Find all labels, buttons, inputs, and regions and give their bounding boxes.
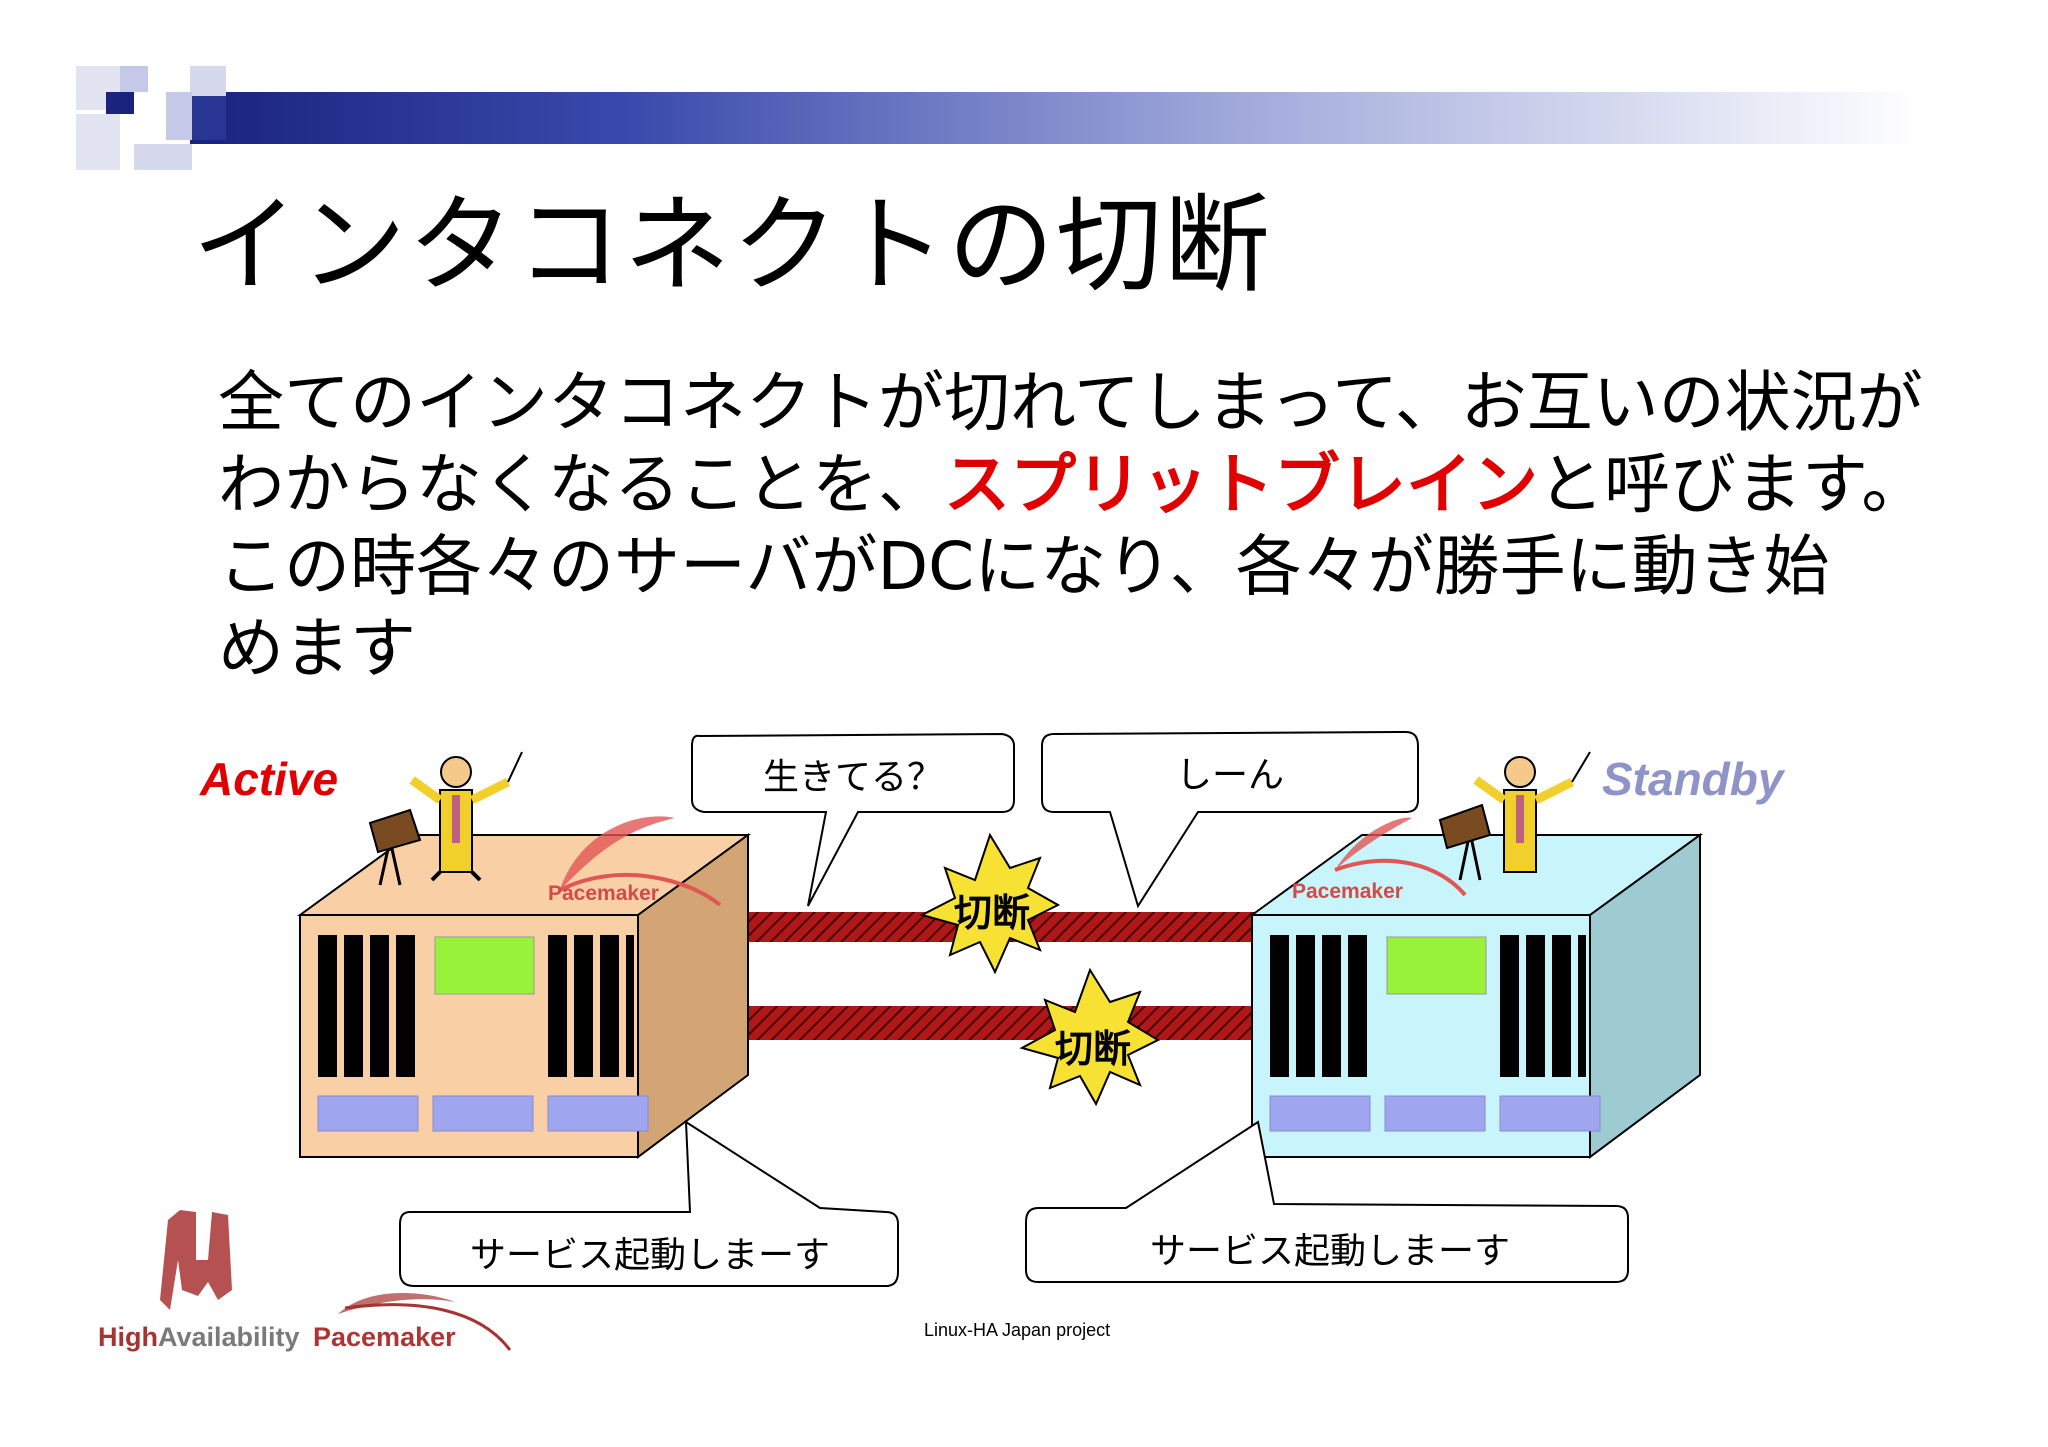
standby-server xyxy=(1248,817,1704,1159)
body-line-4: めます xyxy=(218,610,416,687)
pixel-squares-decoration xyxy=(76,66,226,170)
header-decoration xyxy=(0,0,2048,180)
explosion-burst-icon xyxy=(919,832,1061,975)
cut-label-1: 切断 xyxy=(953,891,1030,935)
body-line-1: 全てのインタコネクトが切れてしまって、お互いの状況が xyxy=(218,364,1923,441)
bubble-alive-text: 生きてる？ xyxy=(762,757,943,798)
conductor-figure-icon xyxy=(1438,751,1591,881)
server-logo-left: Pacemaker xyxy=(548,882,659,905)
pacemaker-swoosh-icon xyxy=(338,1292,455,1314)
bubble-silence-text: しーん xyxy=(1175,755,1284,796)
ha-logo-availability: Availability xyxy=(158,1322,300,1352)
bubble-service-left xyxy=(399,1120,899,1287)
pacemaker-swoosh-icon xyxy=(560,816,675,890)
page-title: インタコネクトの切断 xyxy=(192,184,1272,307)
server-logo-right: Pacemaker xyxy=(1292,880,1403,903)
body-line-2: わからなくなることを、スプリットブレインと呼びます。 xyxy=(218,444,1927,526)
bubble-service-right-text: サービス起動しまーす xyxy=(1149,1231,1510,1272)
interconnect-cable-bottom xyxy=(745,1006,1275,1040)
active-server xyxy=(296,816,752,1159)
conductor-figure-icon xyxy=(368,751,523,886)
body-paragraph: 全てのインタコネクトが切れてしまって、お互いの状況が わからなくなることを、スプ… xyxy=(218,362,1927,690)
bubble-silence xyxy=(1041,730,1419,909)
bubble-service-left-text: サービス起動しまーす xyxy=(469,1235,830,1276)
cut-label-2: 切断 xyxy=(1054,1027,1131,1071)
pacemaker-swoosh-tail xyxy=(344,1303,512,1351)
ha-logo-text: HighAvailability xyxy=(98,1322,300,1353)
bubble-service-right xyxy=(1025,1120,1629,1283)
pacemaker-logo-text: Pacemaker xyxy=(313,1322,456,1352)
split-brain-term: スプリットブレイン xyxy=(944,446,1538,523)
body-line-2-prefix: わからなくなることを、 xyxy=(218,446,944,523)
body-line-2-suffix: と呼びます。 xyxy=(1538,446,1928,523)
footer-project: Linux-HA Japan project xyxy=(924,1320,1111,1340)
standby-label: Standby xyxy=(1602,753,1784,805)
bubble-alive xyxy=(691,732,1015,907)
explosion-burst-icon xyxy=(1019,967,1161,1107)
ha-logo-high: High xyxy=(98,1322,158,1352)
ha-logo-icon xyxy=(160,1210,232,1310)
body-line-3: この時各々のサーバがDCになり、各々が勝手に動き始 xyxy=(218,528,1830,605)
active-label: Active xyxy=(200,753,339,805)
header-gradient-bar xyxy=(190,92,1920,144)
